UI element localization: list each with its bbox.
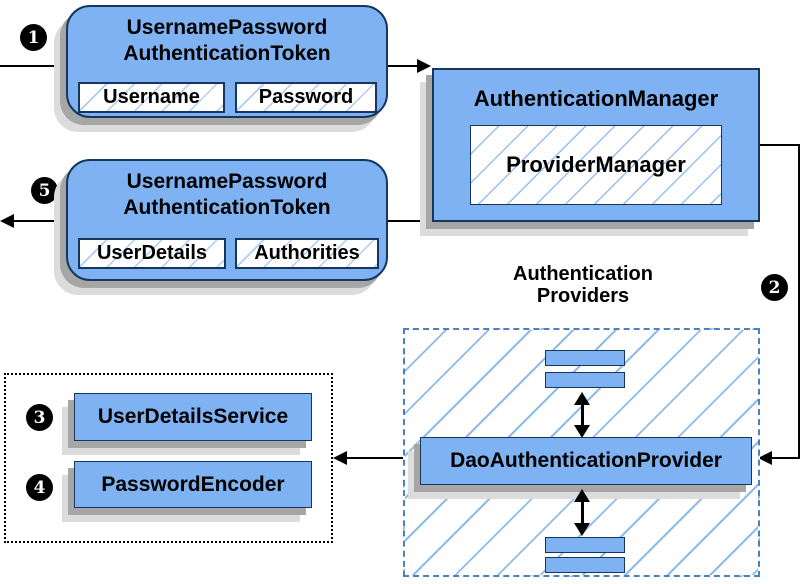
into-dao-arrowhead-icon	[758, 451, 772, 465]
username-field-box: Username	[78, 82, 225, 113]
manager-out-line-vertical	[798, 144, 800, 459]
services-container-box: UserDetailsService PasswordEncoder	[4, 373, 333, 543]
password-field-label: Password	[258, 86, 354, 108]
authorities-field-label: Authorities	[254, 242, 360, 264]
result-token-title-line2: AuthenticationToken	[123, 196, 331, 219]
password-encoder-label: PasswordEncoder	[101, 472, 285, 496]
step-1-badge: 1	[20, 24, 47, 51]
request-token-title-line2: AuthenticationToken	[123, 42, 331, 65]
arrow-down-icon	[574, 425, 590, 438]
token-to-manager-line	[388, 65, 419, 67]
result-token-title-line1: UsernamePassword	[126, 170, 328, 193]
provider-manager-box: ProviderManager	[470, 125, 722, 205]
manager-to-result-line	[388, 220, 433, 222]
providers-heading-line1: Authentication	[513, 263, 653, 285]
result-token-box: UsernamePassword AuthenticationToken Use…	[66, 159, 388, 281]
provider-placeholder-bar	[545, 557, 625, 573]
step-5-badge: 5	[31, 177, 58, 204]
dao-authentication-provider-label: DaoAuthenticationProvider	[450, 449, 722, 472]
user-details-service-label: UserDetailsService	[97, 405, 289, 428]
user-details-service-box: UserDetailsService	[74, 393, 312, 441]
result-out-arrowhead-icon	[0, 214, 14, 228]
incoming-request-line	[0, 65, 66, 67]
providers-heading: Authentication Providers	[468, 263, 698, 307]
step-2-number: 2	[768, 277, 781, 298]
providers-container-box: DaoAuthenticationProvider	[403, 328, 760, 577]
step-2-badge: 2	[761, 274, 788, 301]
providers-heading-line2: Providers	[536, 285, 630, 307]
userdetails-field-box: UserDetails	[78, 238, 226, 269]
step-5-number: 5	[38, 180, 51, 201]
username-field-label: Username	[103, 86, 200, 108]
step-3-badge: 3	[26, 404, 53, 431]
dao-to-services-line	[347, 457, 418, 459]
step-1-number: 1	[27, 27, 40, 48]
provider-manager-label: ProviderManager	[506, 152, 686, 177]
userdetails-field-label: UserDetails	[96, 242, 208, 264]
bidirectional-arrow-top	[574, 392, 590, 438]
manager-out-line-horizontal	[760, 144, 800, 146]
password-field-box: Password	[235, 82, 377, 113]
arrow-shaft	[580, 401, 584, 429]
dao-authentication-provider-box: DaoAuthenticationProvider	[420, 437, 752, 485]
password-encoder-box: PasswordEncoder	[74, 461, 312, 508]
step-4-badge: 4	[26, 474, 53, 501]
authentication-manager-box: AuthenticationManager ProviderManager	[432, 68, 760, 222]
arrow-shaft	[580, 498, 584, 527]
request-token-box: UsernamePassword AuthenticationToken Use…	[66, 5, 388, 118]
arrow-up-icon	[574, 392, 590, 405]
bidirectional-arrow-bottom	[574, 489, 590, 536]
dao-to-services-arrowhead-icon	[333, 451, 347, 465]
into-dao-line	[772, 457, 800, 459]
request-token-title-line1: UsernamePassword	[126, 16, 328, 39]
token-to-manager-arrowhead-icon	[417, 59, 431, 73]
request-token-title: UsernamePassword AuthenticationToken	[68, 7, 386, 67]
arrow-up-icon	[574, 489, 590, 502]
provider-placeholder-bar	[545, 350, 625, 366]
step-4-number: 4	[33, 477, 46, 498]
result-out-line	[14, 220, 66, 222]
authentication-manager-title: AuthenticationManager	[473, 86, 719, 111]
provider-placeholder-bar	[545, 372, 625, 388]
step-3-number: 3	[33, 407, 46, 428]
result-token-title: UsernamePassword AuthenticationToken	[68, 161, 386, 221]
authorities-field-box: Authorities	[235, 238, 379, 269]
arrow-down-icon	[574, 523, 590, 536]
provider-placeholder-bar	[545, 537, 625, 553]
